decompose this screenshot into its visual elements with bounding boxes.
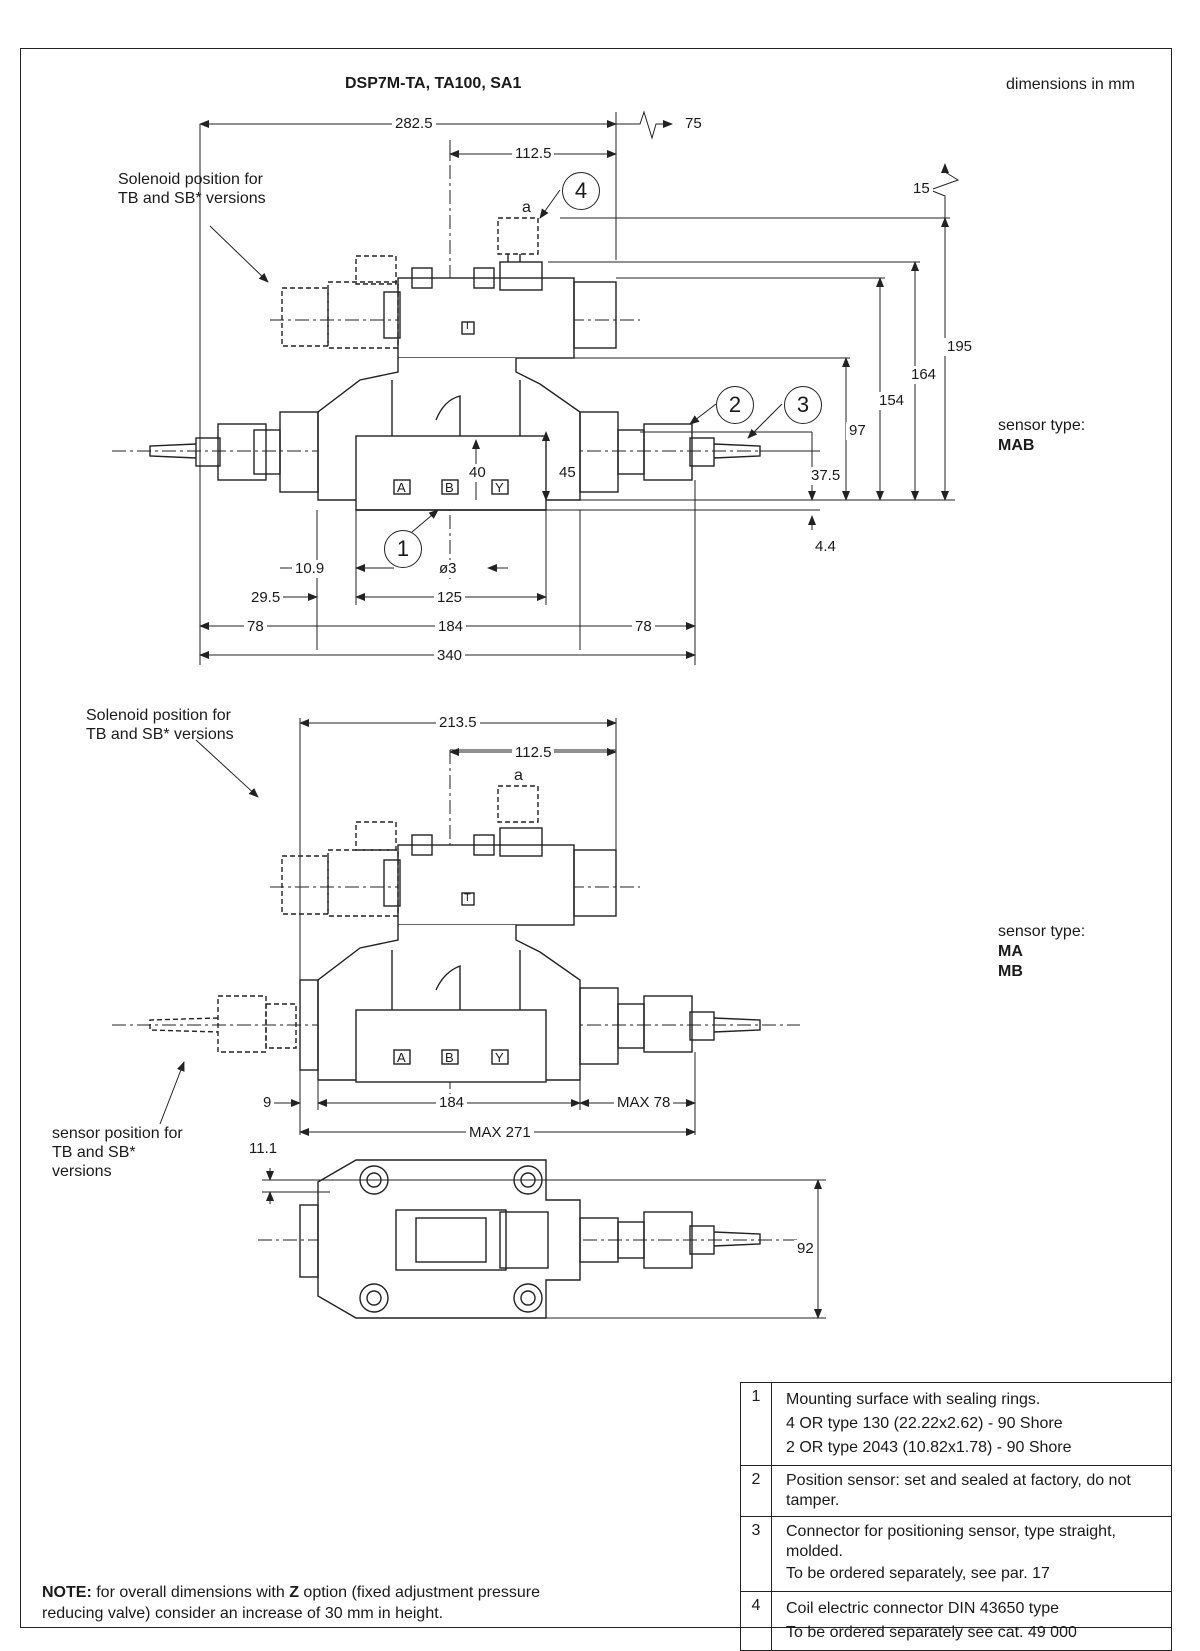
drawing-title: DSP7M-TA, TA100, SA1 xyxy=(345,75,522,92)
legend-table: 1 Mounting surface with sealing rings. 4… xyxy=(740,1382,1172,1651)
legend-num: 1 xyxy=(740,1382,772,1466)
legend-num: 4 xyxy=(740,1591,772,1651)
dim-75: 75 xyxy=(682,115,705,133)
dim-195: 195 xyxy=(944,338,976,356)
legend-desc: Connector for positioning sensor, type s… xyxy=(771,1516,1172,1592)
drawing-frame xyxy=(20,48,1172,1628)
legend-row: 2 Position sensor: set and sealed at fac… xyxy=(740,1465,1172,1517)
dim-9: 9 xyxy=(260,1094,275,1112)
sensor-type-value: MAB xyxy=(998,437,1035,454)
note-label: NOTE: xyxy=(42,1584,92,1601)
callout-4: 4 xyxy=(562,172,600,210)
dim-164: 164 xyxy=(908,366,940,384)
legend-line: 2 OR type 2043 (10.82x1.78) - 90 Shore xyxy=(786,1439,1072,1456)
callout-2: 2 xyxy=(716,386,754,424)
connector-a-label: a xyxy=(522,199,531,216)
dim-184: 184 xyxy=(435,618,467,636)
legend-row: 1 Mounting surface with sealing rings. 4… xyxy=(740,1382,1172,1466)
pilot-valve-2 xyxy=(383,785,617,926)
legend-line: 4 OR type 130 (22.22x2.62) - 90 Shore xyxy=(786,1415,1063,1432)
connector-a-label-v2: a xyxy=(514,767,523,784)
units-note: dimensions in mm xyxy=(1006,76,1135,93)
port-y-1: Y xyxy=(495,480,504,495)
sensor-alt-left-2 xyxy=(149,995,297,1053)
main-body-2 xyxy=(299,925,619,1083)
dim-max-78: MAX 78 xyxy=(614,1094,674,1112)
dim-dia-3: ø3 xyxy=(436,560,460,578)
dim-45: 45 xyxy=(556,464,579,482)
legend-row: 4 Coil electric connector DIN 43650 type… xyxy=(740,1591,1172,1651)
dim-154: 154 xyxy=(876,392,908,410)
footnote: NOTE: for overall dimensions with Z opti… xyxy=(42,1583,602,1625)
main-body-1 xyxy=(279,358,619,511)
note-z: Z xyxy=(289,1584,299,1601)
legend-line: Mounting surface with sealing rings. xyxy=(786,1391,1041,1408)
sensor-left-1 xyxy=(149,423,281,481)
sensor-position-note: sensor position for TB and SB* versions xyxy=(52,1125,183,1181)
pilot-valve-1 xyxy=(383,217,617,359)
legend-line: Coil electric connector DIN 43650 type xyxy=(786,1600,1060,1617)
solenoid-position-note: Solenoid position for TB and SB* version… xyxy=(118,171,266,208)
dim-340: 340 xyxy=(434,647,466,665)
note-text-1: for overall dimensions with xyxy=(91,1584,290,1601)
note-text-2: option (fixed adjustment pressure reduci… xyxy=(42,1584,540,1622)
port-b-1: B xyxy=(445,480,454,495)
solenoid-alt-position-1 xyxy=(281,255,399,349)
sensor-type-ma: MA xyxy=(998,943,1023,960)
legend-row: 3 Connector for positioning sensor, type… xyxy=(740,1516,1172,1592)
dim-97: 97 xyxy=(846,422,869,440)
top-view xyxy=(299,1159,761,1319)
legend-line: To be ordered separately see cat. 49 000 xyxy=(786,1624,1077,1641)
sensor-right-2 xyxy=(617,995,761,1053)
dim-10-9: 10.9 xyxy=(292,560,328,578)
legend-desc: Coil electric connector DIN 43650 type T… xyxy=(771,1591,1172,1651)
callout-1: 1 xyxy=(384,530,422,568)
dim-92: 92 xyxy=(794,1240,817,1258)
legend-desc: Mounting surface with sealing rings. 4 O… xyxy=(771,1382,1172,1466)
dim-78-left: 78 xyxy=(244,618,267,636)
dim-29-5: 29.5 xyxy=(248,589,284,607)
port-t-2: T xyxy=(464,892,471,904)
sensor-type-label: sensor type: xyxy=(998,417,1086,434)
port-b-2: B xyxy=(445,1050,454,1065)
dim-4-4: 4.4 xyxy=(812,538,839,556)
legend-num: 2 xyxy=(740,1465,772,1517)
solenoid-alt-position-2 xyxy=(281,821,399,917)
dim-112-5-v2: 112.5 xyxy=(512,744,555,762)
dim-184-v2: 184 xyxy=(436,1094,468,1112)
legend-desc: Position sensor: set and sealed at facto… xyxy=(771,1465,1172,1517)
dim-112-5: 112.5 xyxy=(512,145,555,163)
sensor-type-mb: MB xyxy=(998,963,1023,980)
dim-15: 15 xyxy=(910,180,933,198)
port-a-1: A xyxy=(397,480,406,495)
dim-max-271: MAX 271 xyxy=(466,1124,534,1142)
dim-11-1: 11.1 xyxy=(246,1140,281,1158)
dim-78-right: 78 xyxy=(632,618,655,636)
legend-num: 3 xyxy=(740,1516,772,1592)
port-a-2: A xyxy=(397,1050,406,1065)
dim-125: 125 xyxy=(434,589,466,607)
legend-line: To be ordered separately, see par. 17 xyxy=(786,1565,1050,1582)
solenoid-position-note-v2: Solenoid position for TB and SB* version… xyxy=(86,707,234,744)
dim-213-5: 213.5 xyxy=(436,714,480,732)
port-y-2: Y xyxy=(495,1050,504,1065)
callout-3: 3 xyxy=(784,386,822,424)
sensor-type-label-v2: sensor type: xyxy=(998,923,1086,940)
dim-282-5: 282.5 xyxy=(392,115,436,133)
dim-37-5: 37.5 xyxy=(808,467,844,485)
legend-line: Connector for positioning sensor, type s… xyxy=(786,1523,1116,1560)
port-t-1: T xyxy=(464,320,471,332)
legend-line: Position sensor: set and sealed at facto… xyxy=(786,1472,1131,1509)
dim-40: 40 xyxy=(466,464,489,482)
